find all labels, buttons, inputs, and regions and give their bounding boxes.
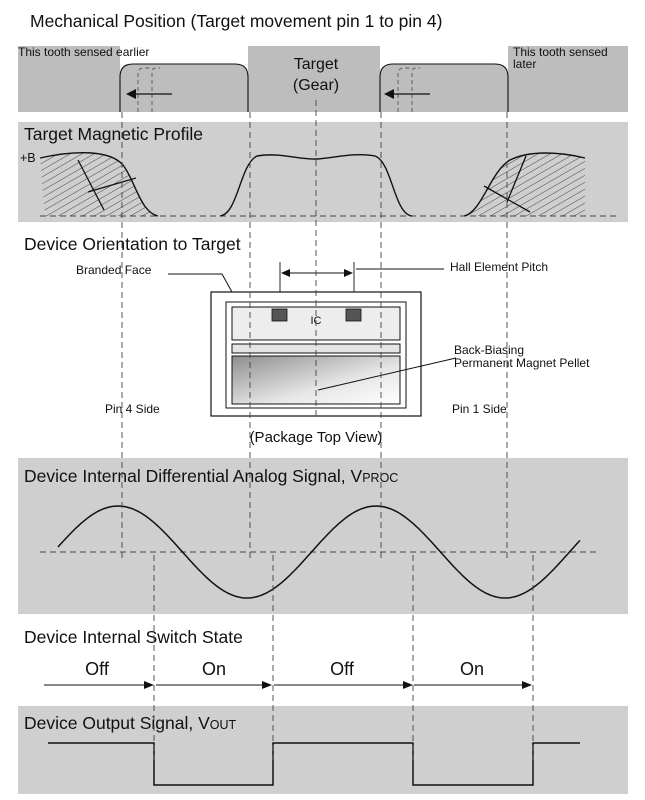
pin1-label: Pin 1 Side — [452, 402, 507, 416]
branded-face-label: Branded Face — [76, 263, 152, 277]
right-tooth-note-2: later — [513, 57, 536, 71]
analog-panel — [18, 458, 628, 614]
switch-state-on-1: On — [202, 659, 226, 679]
switch-state-on-2: On — [460, 659, 484, 679]
magnetic-lobe-right — [464, 153, 585, 216]
orientation-title: Device Orientation to Target — [24, 234, 241, 254]
magnetic-marker-left — [77, 159, 137, 211]
mechanical-title: Mechanical Position (Target movement pin… — [30, 11, 442, 31]
analog-title: Device Internal Differential Analog Sign… — [24, 466, 398, 486]
output-square-wave — [48, 742, 580, 786]
branded-face-leader — [168, 273, 233, 293]
hall-element-left — [271, 308, 288, 322]
magnetic-marker-right — [483, 155, 531, 213]
magnetic-title: Target Magnetic Profile — [24, 124, 203, 144]
analog-sine-wave — [57, 505, 581, 599]
hall-pitch-label: Hall Element Pitch — [450, 260, 548, 274]
movement-arrow-right — [384, 89, 430, 99]
ghost-tooth-edges-right — [397, 67, 420, 112]
gear-profile — [18, 46, 628, 112]
magnetic-lobe-left — [40, 152, 158, 216]
timing-guide-lines — [121, 100, 534, 760]
gear-tooth-outline — [119, 63, 509, 112]
switch-state-off-2: Off — [330, 659, 355, 679]
target-label-1: Target — [294, 56, 339, 73]
switch-title: Device Internal Switch State — [24, 627, 243, 647]
magnetic-curve-right — [463, 152, 586, 217]
magnet-leader — [317, 357, 457, 391]
output-panel — [18, 706, 628, 794]
right-tooth-note-1: This tooth sensed — [513, 45, 608, 59]
output-title: Device Output Signal, VOUT — [24, 713, 237, 733]
magnetic-curve-center — [219, 153, 413, 217]
pitch-dimension-arrow — [281, 269, 353, 277]
magnet-label-2: Permanent Magnet Pellet — [454, 356, 590, 370]
magnet-label-1: Back-Biasing — [454, 343, 524, 357]
pin4-label: Pin 4 Side — [105, 402, 160, 416]
left-tooth-note: This tooth sensed earlier — [18, 45, 149, 59]
magnetic-axis-label: +B — [20, 151, 36, 165]
hall-element-right — [345, 308, 362, 322]
switch-state-arrowheads — [144, 681, 532, 689]
ghost-tooth-edges-left — [137, 67, 160, 112]
movement-arrow-left — [126, 89, 172, 99]
package-view-label: (Package Top View) — [250, 429, 383, 446]
magnetic-curve-left — [39, 151, 159, 217]
switch-state-off-1: Off — [85, 659, 110, 679]
target-label-2: (Gear) — [293, 77, 339, 94]
